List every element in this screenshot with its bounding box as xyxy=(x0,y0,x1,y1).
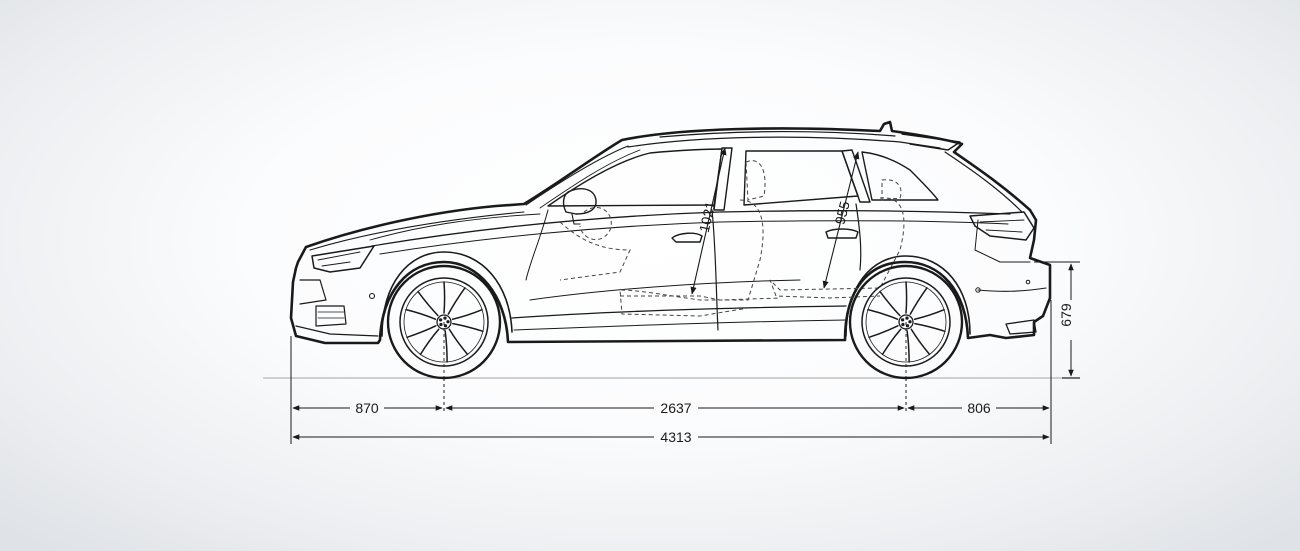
front-wheel xyxy=(386,264,502,380)
front-seat xyxy=(619,199,764,317)
front-window xyxy=(547,148,723,207)
windshield-inner-line xyxy=(539,149,641,209)
windshield-line xyxy=(525,145,629,206)
rear-wheel-spokes xyxy=(867,281,946,363)
dim-front-headroom xyxy=(690,147,727,295)
front-headroom-label: 1021 xyxy=(696,200,719,234)
lug-nut xyxy=(900,318,905,322)
lug-nut xyxy=(443,316,447,320)
car-silhouette xyxy=(289,120,1052,345)
rear-bumper-line xyxy=(977,287,1047,292)
rear-marker xyxy=(1025,279,1031,285)
interior-seats xyxy=(559,160,905,317)
floor-line xyxy=(620,295,781,301)
lug-nut xyxy=(901,322,905,327)
sill-line xyxy=(511,305,847,319)
dim-rear-headroom xyxy=(822,151,860,289)
rear-wheel-arch xyxy=(845,255,971,337)
wheelbase-label: 2637 xyxy=(660,400,691,416)
side-mirror xyxy=(562,188,597,215)
wheel-spoke xyxy=(906,328,931,363)
wheel-spoke xyxy=(443,281,466,315)
tailgate-line xyxy=(944,151,1023,213)
height-label: 679 xyxy=(1058,303,1074,327)
rear-headroom-label: 955 xyxy=(832,199,853,226)
wheel-spoke xyxy=(913,308,946,333)
wheel-spoke xyxy=(405,290,439,320)
lug-nut xyxy=(446,320,450,324)
headlight xyxy=(311,245,375,273)
fog-light-slats xyxy=(317,311,345,319)
rear-overhang-label: 806 xyxy=(967,400,991,416)
front-seat-headrest xyxy=(745,160,766,201)
lug-nut xyxy=(443,324,448,328)
taillight-detail xyxy=(979,219,1025,233)
fog-light-housing xyxy=(315,305,347,327)
body-outline xyxy=(289,120,1052,345)
sill-lower-line xyxy=(513,319,847,331)
exhaust-tip xyxy=(1005,319,1037,335)
rear-seat-headrest xyxy=(881,179,902,201)
lower-body-crease xyxy=(529,279,801,301)
dimension-lines xyxy=(290,147,1080,444)
wheel-spoke xyxy=(406,325,440,356)
lug-nut xyxy=(905,324,910,328)
hood-crease xyxy=(369,213,541,241)
rear-door-handle xyxy=(825,228,859,239)
rear-seat xyxy=(769,197,905,299)
lug-nut xyxy=(908,320,912,324)
rear-quarter-window xyxy=(861,151,939,201)
dashboard xyxy=(559,221,631,281)
front-door-seam xyxy=(711,209,719,331)
wheel-spoke xyxy=(451,308,484,333)
lug-nut xyxy=(905,316,909,320)
wheel-spoke xyxy=(905,281,928,315)
headlight-detail xyxy=(317,251,361,267)
mirror-stalk xyxy=(571,213,581,225)
front-door-handle xyxy=(671,232,703,243)
lug-nut xyxy=(439,322,443,327)
front-overhang-label: 870 xyxy=(355,400,379,416)
roof-spoiler xyxy=(901,133,961,151)
hood-line xyxy=(309,211,525,251)
roof-line xyxy=(627,136,941,149)
wheel-spoke xyxy=(867,290,901,320)
front-lip xyxy=(295,325,379,337)
wheel-spoke xyxy=(868,325,902,356)
wheel-spoke xyxy=(444,328,469,363)
roof-rail xyxy=(659,131,896,138)
side-marker-front xyxy=(368,292,376,300)
steering-wheel xyxy=(579,207,612,240)
shoulder-line-lower xyxy=(379,220,1009,255)
front-door-front-seam xyxy=(525,209,549,281)
tailgate-lower-line xyxy=(974,219,1031,263)
lug-nut xyxy=(438,318,443,322)
overall-length-label: 4313 xyxy=(660,429,691,445)
front-wheel-spokes xyxy=(405,281,484,363)
rear-reflector xyxy=(975,287,981,293)
taillight xyxy=(969,211,1035,241)
front-bumper xyxy=(299,279,327,305)
front-wheel-arch xyxy=(381,251,513,337)
shoulder-line xyxy=(371,210,1011,247)
